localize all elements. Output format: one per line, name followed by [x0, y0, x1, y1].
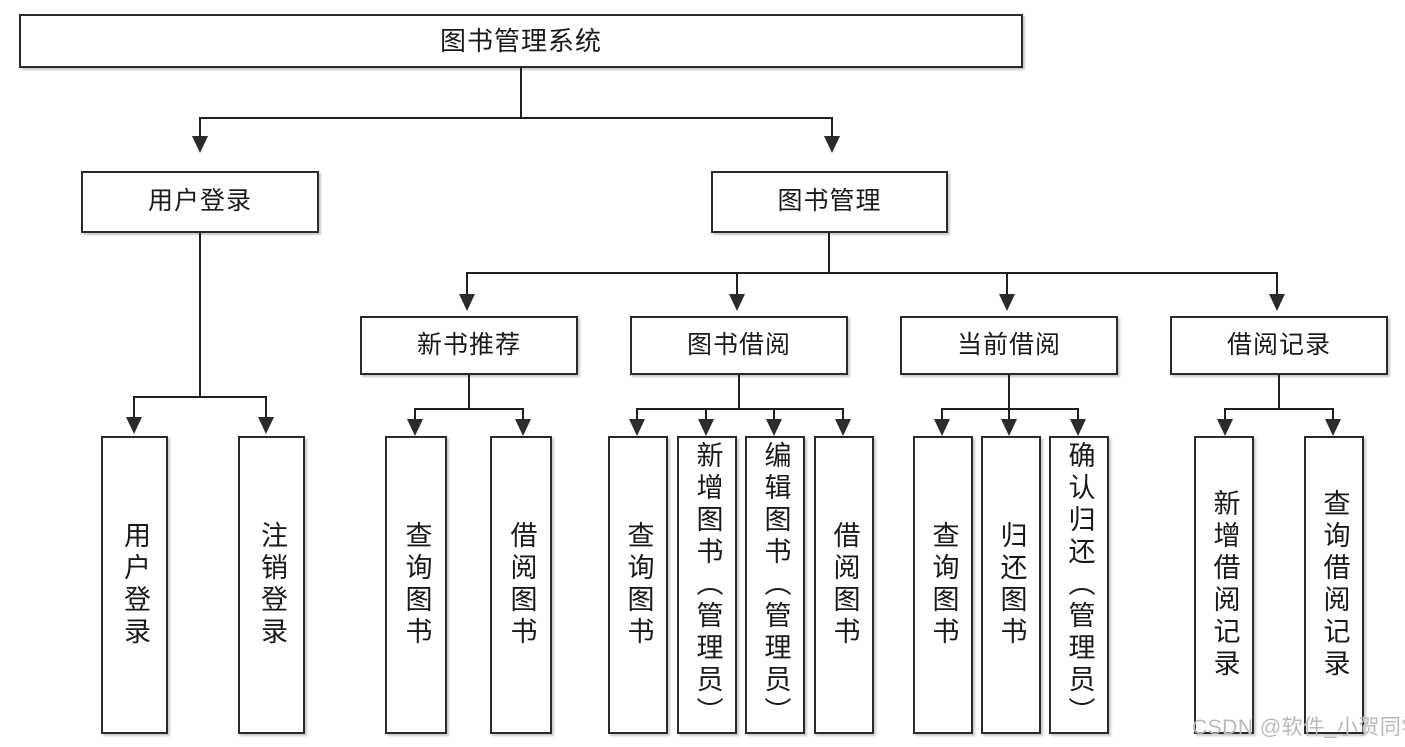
- node-book-borrow[interactable]: 图书借阅: [630, 316, 848, 375]
- node-leaf-query-book-2[interactable]: 查询图书: [608, 436, 668, 734]
- edge-book-borrow-branch-3: [773, 408, 775, 422]
- arrowhead-leaf-query-book-2: [629, 419, 645, 436]
- node-leaf-query-book-3[interactable]: 查询图书: [913, 436, 973, 734]
- node-new-book-recommend-label: 新书推荐: [416, 330, 521, 359]
- arrowhead-leaf-query-book-1: [407, 419, 423, 436]
- arrowhead-leaf-user-login: [126, 417, 142, 434]
- arrowhead-leaf-edit-book: [766, 419, 782, 436]
- edge-book-borrow-branch-4: [842, 408, 844, 422]
- arrowhead-borrow-record: [1269, 294, 1285, 311]
- node-leaf-add-record[interactable]: 新增借阅记录: [1194, 436, 1254, 734]
- edge-book-borrow-bus: [636, 408, 844, 410]
- node-leaf-logout-login[interactable]: 注销登录: [238, 436, 305, 734]
- edge-new-book-recommend-branch-1: [414, 408, 416, 422]
- edge-borrow-record-branch-2: [1332, 408, 1334, 422]
- arrowhead-leaf-return-book: [1001, 419, 1017, 436]
- edge-borrow-record-branch-1: [1224, 408, 1226, 422]
- edge-borrow-record-stem: [1278, 375, 1280, 409]
- edge-root-bus: [199, 117, 833, 119]
- arrowhead-leaf-add-record: [1217, 419, 1233, 436]
- node-leaf-query-book-1[interactable]: 查询图书: [385, 436, 447, 734]
- edge-user-login-branch-2: [265, 396, 267, 419]
- node-leaf-borrow-book-1[interactable]: 借阅图书: [490, 436, 552, 734]
- edge-user-login-branch-1: [133, 396, 135, 419]
- edge-book-manage-branch-1: [466, 272, 468, 296]
- node-root-label: 图书管理系统: [439, 25, 602, 56]
- node-leaf-add-book[interactable]: 新增图书（管理员）: [677, 436, 737, 734]
- node-leaf-query-book-2-label: 查询图书: [623, 521, 654, 649]
- arrowhead-new-book-recommend: [459, 294, 475, 311]
- edge-current-borrow-stem: [1008, 375, 1010, 409]
- node-book-manage[interactable]: 图书管理: [711, 171, 948, 233]
- edge-new-book-recommend-branch-2: [522, 408, 524, 422]
- edge-book-borrow-branch-1: [636, 408, 638, 422]
- edge-root-to-book-manage: [831, 117, 833, 139]
- node-leaf-query-book-3-label: 查询图书: [928, 521, 959, 649]
- node-leaf-query-record[interactable]: 查询借阅记录: [1304, 436, 1364, 734]
- node-leaf-borrow-book-1-label: 借阅图书: [506, 521, 537, 649]
- node-new-book-recommend[interactable]: 新书推荐: [360, 316, 578, 375]
- node-book-borrow-label: 图书借阅: [686, 330, 791, 359]
- edge-book-manage-branch-3: [1006, 272, 1008, 296]
- edge-book-manage-branch-2: [736, 272, 738, 296]
- edge-book-manage-bus: [466, 272, 1278, 274]
- node-leaf-add-book-label: 新增图书（管理员）: [692, 441, 723, 729]
- node-leaf-user-login[interactable]: 用户登录: [101, 436, 168, 734]
- arrowhead-leaf-confirm-return: [1070, 419, 1086, 436]
- node-leaf-return-book[interactable]: 归还图书: [981, 436, 1041, 734]
- node-leaf-edit-book[interactable]: 编辑图书（管理员）: [745, 436, 805, 734]
- edge-current-borrow-branch-3: [1077, 408, 1079, 422]
- node-book-manage-label: 图书管理: [777, 187, 882, 216]
- edge-new-book-recommend-stem: [468, 375, 470, 409]
- arrowhead-leaf-query-record: [1325, 419, 1341, 436]
- node-leaf-edit-book-label: 编辑图书（管理员）: [760, 441, 791, 729]
- node-borrow-record[interactable]: 借阅记录: [1170, 316, 1388, 375]
- edge-user-login-bus: [133, 396, 267, 398]
- node-leaf-confirm-return-label: 确认归还（管理员）: [1064, 441, 1095, 729]
- node-leaf-add-record-label: 新增借阅记录: [1209, 489, 1240, 681]
- arrowhead-leaf-logout-login: [258, 417, 274, 434]
- edge-root-to-user-login: [199, 117, 201, 139]
- edge-book-manage-branch-4: [1276, 272, 1278, 296]
- arrowhead-book-borrow: [729, 294, 745, 311]
- edge-borrow-record-bus: [1224, 408, 1334, 410]
- edge-current-borrow-branch-2: [1008, 408, 1010, 422]
- arrowhead-book-manage: [824, 136, 840, 153]
- node-leaf-return-book-label: 归还图书: [996, 521, 1027, 649]
- node-leaf-query-book-1-label: 查询图书: [401, 521, 432, 649]
- arrowhead-current-borrow: [999, 294, 1015, 311]
- arrowhead-leaf-query-book-3: [934, 419, 950, 436]
- node-user-login-label: 用户登录: [147, 187, 252, 216]
- edge-new-book-recommend-bus: [414, 408, 524, 410]
- arrowhead-leaf-add-book: [698, 419, 714, 436]
- node-user-login[interactable]: 用户登录: [81, 171, 319, 233]
- edge-current-borrow-branch-1: [941, 408, 943, 422]
- edge-root-stem: [520, 68, 522, 118]
- node-borrow-record-label: 借阅记录: [1226, 330, 1331, 359]
- edge-book-borrow-stem: [738, 375, 740, 409]
- arrowhead-leaf-borrow-book-1: [515, 419, 531, 436]
- node-leaf-confirm-return[interactable]: 确认归还（管理员）: [1049, 436, 1109, 734]
- node-leaf-borrow-book-2[interactable]: 借阅图书: [814, 436, 874, 734]
- arrowhead-user-login: [192, 136, 208, 153]
- edge-user-login-stem: [199, 233, 201, 397]
- node-leaf-logout-login-label: 注销登录: [257, 521, 287, 649]
- node-leaf-query-record-label: 查询借阅记录: [1319, 489, 1350, 681]
- node-leaf-user-login-label: 用户登录: [120, 521, 150, 649]
- edge-current-borrow-bus: [941, 408, 1079, 410]
- node-current-borrow-label: 当前借阅: [956, 330, 1061, 359]
- edge-book-manage-stem: [828, 233, 830, 273]
- node-root[interactable]: 图书管理系统: [19, 14, 1023, 68]
- edge-book-borrow-branch-2: [705, 408, 707, 422]
- node-current-borrow[interactable]: 当前借阅: [900, 316, 1118, 375]
- node-leaf-borrow-book-2-label: 借阅图书: [829, 521, 860, 649]
- arrowhead-leaf-borrow-book-2: [835, 419, 851, 436]
